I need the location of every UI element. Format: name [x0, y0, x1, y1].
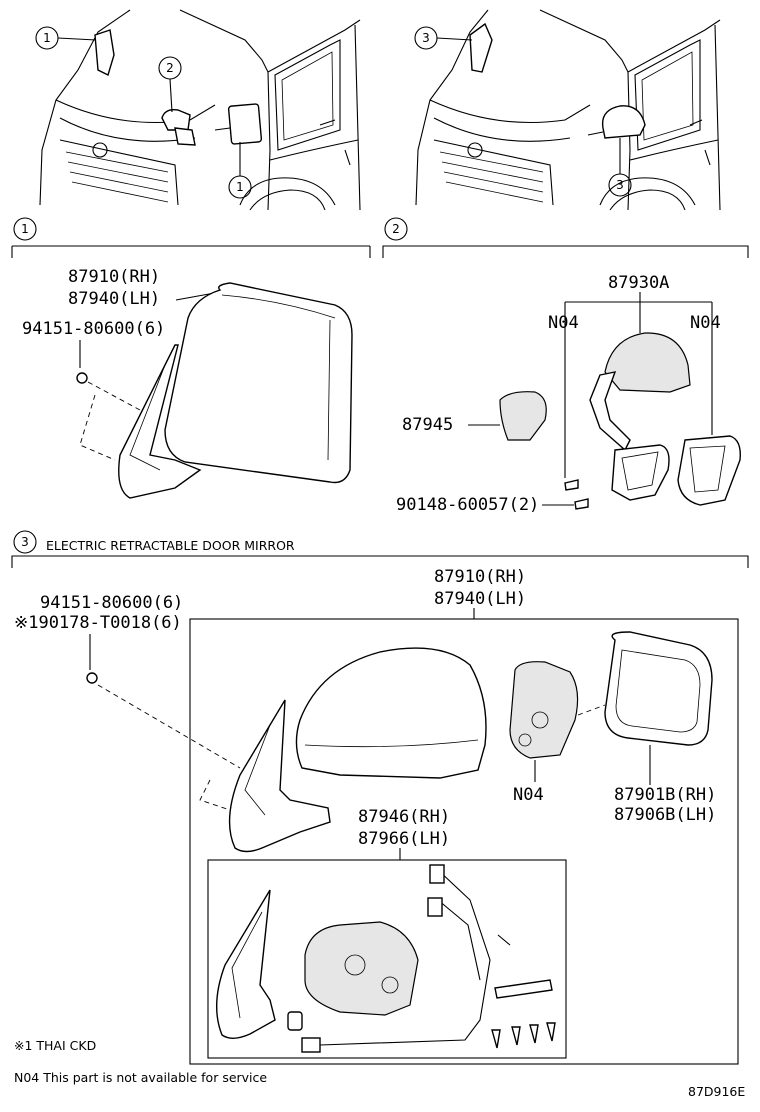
label-94151-80600-3: 94151-80600(6) — [40, 593, 183, 613]
svg-text:1: 1 — [21, 222, 29, 236]
svg-text:2: 2 — [392, 222, 400, 236]
section-1: 1 87910(RH) 87940(LH) 94151-80600(6) — [11, 217, 371, 499]
fender-mirror-base — [611, 444, 670, 501]
kit-clip — [287, 1011, 303, 1031]
svg-text:3: 3 — [422, 31, 430, 45]
callout-top-left-1: 1 — [35, 26, 97, 50]
van-illustration-left — [39, 9, 361, 211]
svg-text:3: 3 — [21, 535, 29, 549]
kit-plate — [494, 979, 553, 999]
door-mirror-housing — [164, 282, 353, 484]
section-3: 3 ELECTRIC RETRACTABLE DOOR MIRROR 87910… — [11, 530, 749, 1065]
section-2: 2 87930A N04 N04 87945 90148-60057(2) — [382, 217, 749, 515]
fender-mirror-gasket — [677, 435, 741, 506]
footnote-thai-ckd: ※1 THAI CKD — [14, 1038, 96, 1053]
callout-top-left-2: 2 — [158, 56, 182, 113]
callout-top-right-3b: 3 — [608, 138, 632, 197]
label-87940-lh-3: 87940(LH) — [434, 589, 526, 609]
screw-icon — [564, 479, 579, 491]
retract-mirror-housing — [295, 647, 487, 779]
mirror-glass — [604, 631, 713, 746]
callout-top-right-3: 3 — [414, 26, 473, 50]
retract-kit-frame — [207, 859, 567, 1059]
bolt-icon-3 — [86, 672, 98, 684]
section-3-title: ELECTRIC RETRACTABLE DOOR MIRROR — [46, 538, 295, 553]
label-87946-rh: 87946(RH) — [358, 807, 450, 827]
label-87930a: 87930A — [608, 273, 669, 293]
harness-connector-bottom — [301, 1037, 321, 1053]
kit-screws — [491, 1022, 556, 1049]
label-87910-rh-3: 87910(RH) — [434, 567, 526, 587]
label-87910-rh: 87910(RH) — [68, 267, 160, 287]
mirror-cover — [499, 391, 547, 441]
section-2-callout — [384, 217, 408, 241]
label-n04-3: N04 — [513, 785, 544, 805]
van-illustration-right — [415, 9, 721, 211]
label-87901b-rh: 87901B(RH) — [614, 785, 716, 805]
label-87966-lh: 87966(LH) — [358, 829, 450, 849]
section-3-callout — [13, 530, 37, 554]
label-90148-60057: 90148-60057(2) — [396, 495, 539, 515]
svg-text:3: 3 — [616, 178, 624, 192]
assembly-frame — [189, 618, 739, 1065]
diagram-code: 87D916E — [688, 1084, 745, 1099]
svg-text:1: 1 — [236, 180, 244, 194]
bolt-icon — [76, 372, 88, 384]
label-90178-t0018: ※190178-T0018(6) — [14, 613, 182, 633]
retract-mirror-bracket — [228, 699, 331, 853]
label-94151-80600: 94151-80600(6) — [22, 319, 165, 339]
label-87940-lh: 87940(LH) — [68, 289, 160, 309]
callout-top-left-1b: 1 — [228, 142, 252, 199]
section-1-callout — [13, 217, 37, 241]
kit-mechanism — [304, 921, 419, 1016]
svg-text:1: 1 — [43, 31, 51, 45]
label-87906b-lh: 87906B(LH) — [614, 805, 716, 825]
footnote-n04: N04 This part is not available for servi… — [14, 1070, 267, 1085]
label-87945: 87945 — [402, 415, 453, 435]
label-n04-right: N04 — [690, 313, 721, 333]
kit-bracket — [215, 889, 276, 1039]
fender-mirror-head — [604, 332, 691, 393]
svg-text:2: 2 — [166, 61, 174, 75]
harness-connector-top — [429, 864, 445, 884]
label-n04-left: N04 — [548, 313, 579, 333]
